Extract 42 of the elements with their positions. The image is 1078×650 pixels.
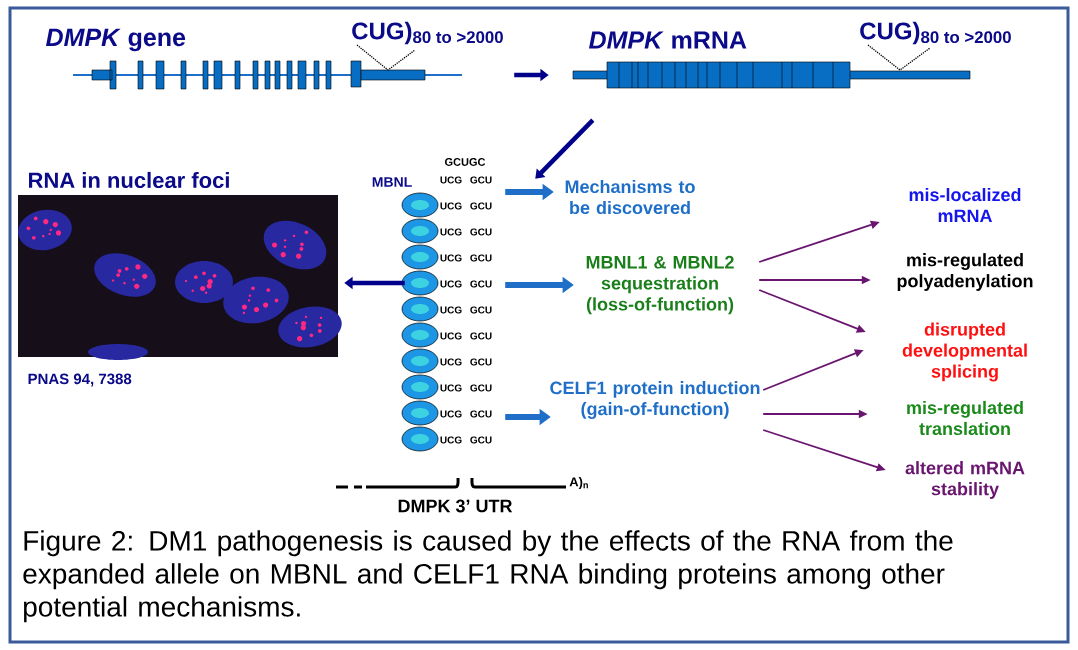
outcome-text: altered mRNA stability <box>905 461 1025 499</box>
gene-heading: DMPK gene <box>46 28 186 52</box>
photo-title: RNA in nuclear foci <box>29 171 229 189</box>
nucleotide-triplet: UCG <box>440 384 462 392</box>
nucleotide-triplet: GCU <box>470 410 492 418</box>
caption: Figure 2: DM1 pathogenesis is caused by the effects of the RNA from the expanded allele on MBNL and CELF1 RNA binding proteins among other potential mechanisms. <box>23 530 953 623</box>
outcome-text: mis-regulated polyadenylation <box>897 253 1033 291</box>
nucleotide-triplet: UCG <box>440 176 462 184</box>
nucleotide-triplet: GCU <box>470 254 492 262</box>
nucleotide-triplet: GCU <box>470 358 492 366</box>
nucleotide-triplet: UCG <box>440 202 462 210</box>
nucleotide-triplet: UCG <box>440 358 462 366</box>
mrna-heading: DMPK mRNA <box>589 31 747 49</box>
nucleotide-triplet: UCG <box>440 280 462 288</box>
nucleotide-triplet: GCU <box>470 384 492 392</box>
outcome-text: mis-regulated translation <box>907 400 1023 436</box>
nucleotide-triplet: GCU <box>470 436 492 444</box>
nucleotide-triplet: GCU <box>470 280 492 288</box>
utr-label: DMPK 3’ UTR <box>398 499 513 513</box>
nucleotide-triplet: UCG <box>440 332 462 340</box>
outcome-text: CELF1 protein induction (gain-of-function) <box>550 381 760 419</box>
protein-label: MBNL <box>372 177 412 187</box>
outcome-text: Mechanisms to be discovered <box>565 179 695 215</box>
nucleotide-triplet: UCG <box>440 254 462 262</box>
tail-label: A)$_{n}$ <box>569 476 588 490</box>
outcome-text: disrupted developmental splicing <box>902 322 1027 382</box>
nucleotide-triplet: UCG <box>440 306 462 314</box>
nucleotide-triplet: UCG <box>440 228 462 236</box>
repeat-label: CUG)$_{80 to >2000}$ <box>352 21 503 45</box>
repeat-label: CUG)$_{80 to >2000}$ <box>860 21 1011 45</box>
arrow <box>535 118 595 179</box>
nucleotide-triplet: UCG <box>440 410 462 418</box>
nucleotide-triplet: GCU <box>470 306 492 314</box>
nucleotide-triplet: GCU <box>470 228 492 236</box>
outcome-text: MBNL1 & MBNL2 sequestration (loss-of-function) <box>586 255 734 315</box>
nucleotide-triplet: UCG <box>440 436 462 444</box>
citation: PNAS 94, 7388 <box>28 373 132 387</box>
loop-sequence: GCUGC <box>445 158 486 166</box>
outcome-text: mis-localized mRNA <box>909 187 1021 222</box>
nucleotide-triplet: GCU <box>470 176 492 184</box>
nucleotide-triplet: GCU <box>470 202 492 210</box>
nucleotide-triplet: GCU <box>470 332 492 340</box>
